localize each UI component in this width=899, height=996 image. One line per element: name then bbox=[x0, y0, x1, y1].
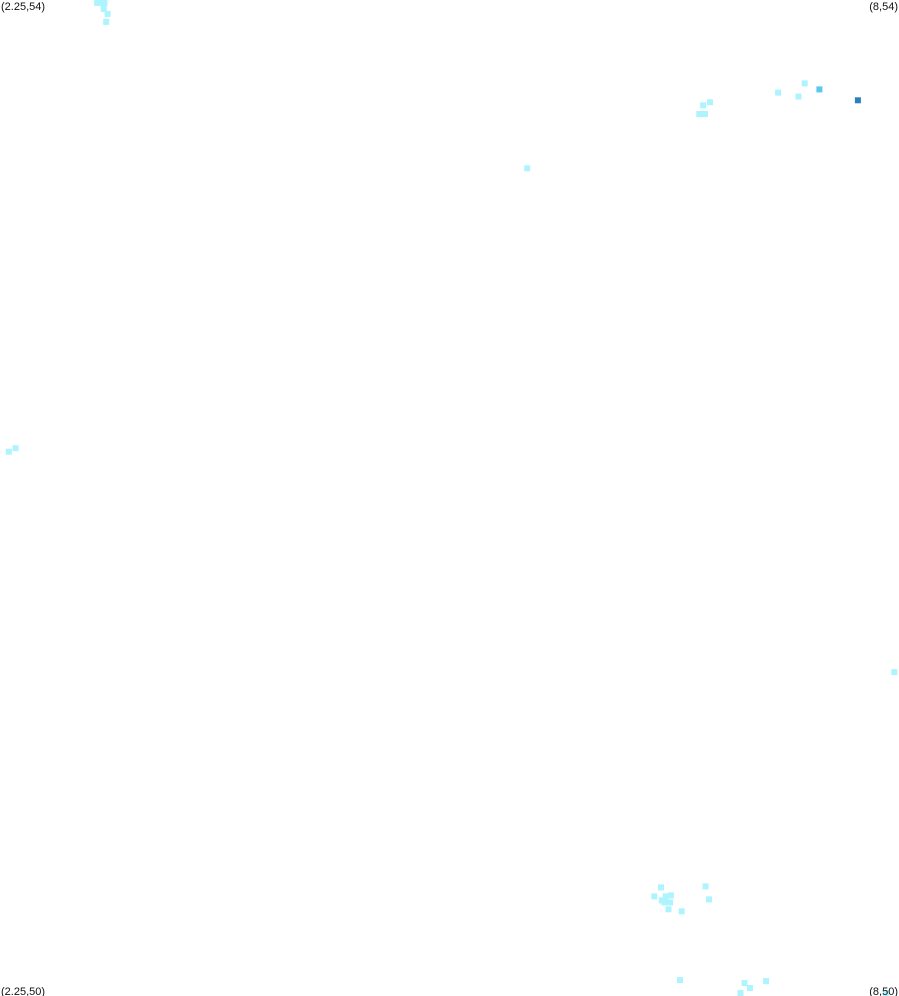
data-point-11 bbox=[700, 102, 707, 109]
corner-label-bottom-right: (8,50) bbox=[869, 986, 898, 996]
data-points bbox=[5, 0, 898, 996]
data-point-28 bbox=[665, 906, 672, 913]
data-point-8 bbox=[524, 165, 531, 172]
data-point-7 bbox=[12, 445, 19, 452]
data-point-25 bbox=[661, 899, 668, 906]
data-point-23 bbox=[667, 892, 674, 899]
data-point-16 bbox=[816, 86, 823, 93]
data-point-32 bbox=[763, 978, 770, 985]
data-point-4 bbox=[104, 10, 111, 17]
data-point-22 bbox=[662, 893, 669, 900]
data-point-27 bbox=[706, 896, 712, 903]
data-point-30 bbox=[677, 977, 683, 984]
data-point-19 bbox=[658, 884, 664, 891]
corner-label-top-right: (8,54) bbox=[869, 1, 898, 13]
data-point-10 bbox=[702, 111, 708, 117]
data-point-35 bbox=[882, 990, 889, 996]
data-point-13 bbox=[775, 89, 782, 96]
corner-label-top-left: (2.25,54) bbox=[1, 1, 45, 13]
data-point-5 bbox=[103, 18, 110, 25]
data-point-33 bbox=[747, 985, 753, 991]
data-point-6 bbox=[5, 448, 12, 455]
data-point-2 bbox=[101, 0, 108, 6]
data-point-3 bbox=[100, 6, 107, 12]
data-point-18 bbox=[891, 669, 898, 676]
data-point-34 bbox=[737, 990, 744, 996]
data-point-20 bbox=[702, 883, 709, 890]
data-point-0 bbox=[94, 0, 101, 6]
data-point-1 bbox=[98, 0, 105, 6]
data-point-15 bbox=[801, 80, 808, 87]
data-point-31 bbox=[741, 980, 748, 987]
data-point-17 bbox=[854, 97, 861, 104]
data-point-12 bbox=[707, 99, 713, 106]
data-point-9 bbox=[696, 111, 703, 117]
data-point-14 bbox=[795, 93, 802, 100]
data-point-21 bbox=[651, 893, 658, 900]
corner-label-bottom-left: (2.25,50) bbox=[1, 986, 45, 996]
data-point-26 bbox=[667, 899, 674, 906]
data-point-29 bbox=[678, 908, 685, 915]
